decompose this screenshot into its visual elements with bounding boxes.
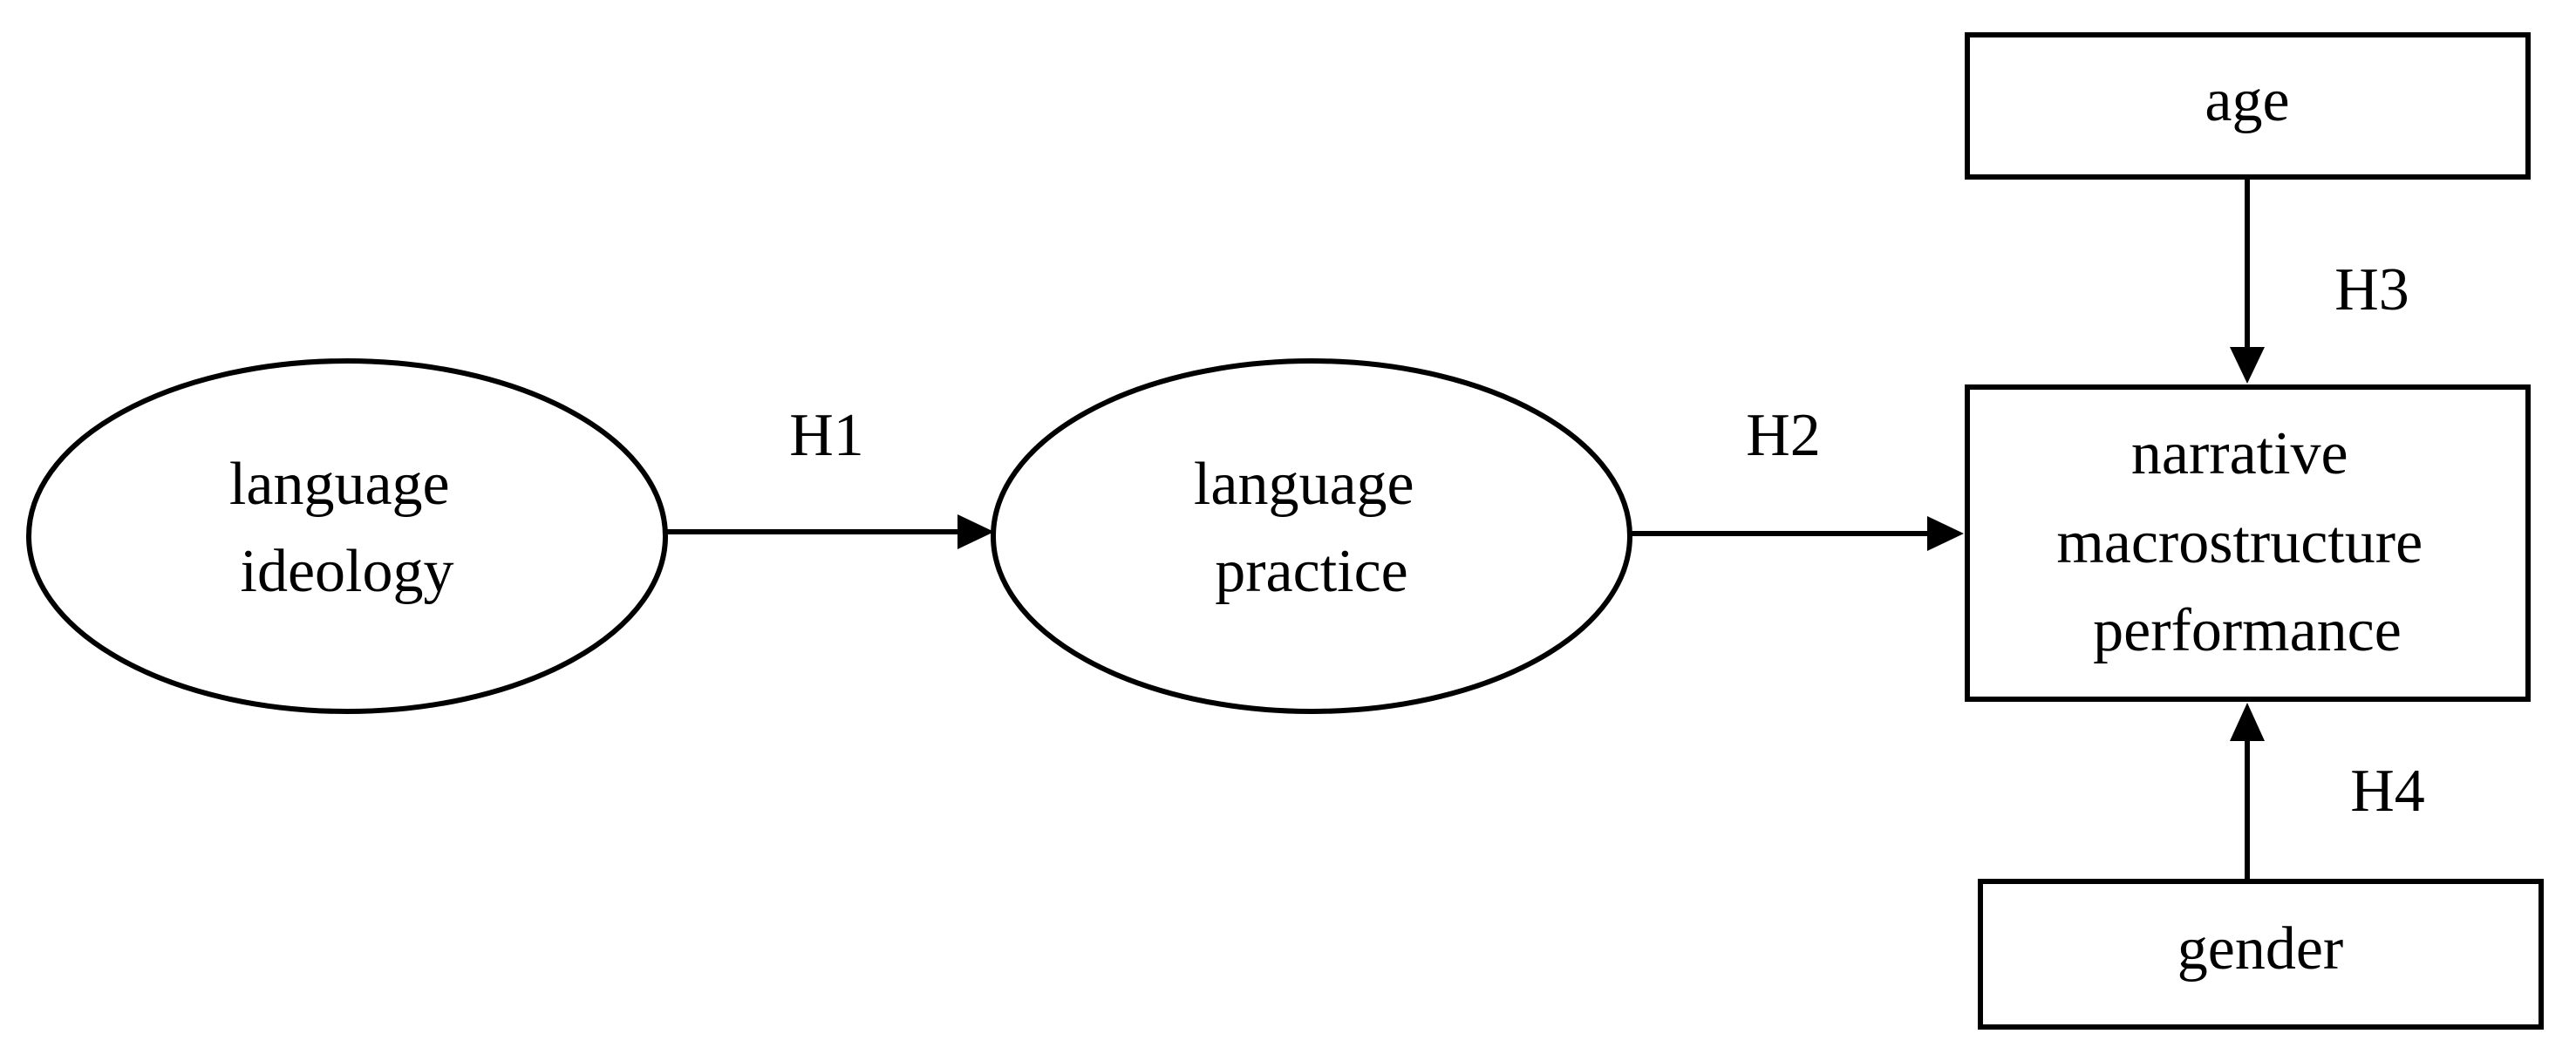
age-box <box>1965 32 2531 180</box>
age-label: age <box>2205 67 2289 134</box>
edge-h2-arrowhead <box>1927 516 1964 551</box>
edge-h1-label: H1 <box>789 402 864 469</box>
narrative-performance-line-1: narrative <box>2131 420 2348 487</box>
node-language-practice: language practice <box>991 358 1632 714</box>
language-ideology-label: language ideology <box>229 451 465 605</box>
edge-h2: H2 <box>1630 402 1964 551</box>
edge-h4-label: H4 <box>2350 758 2425 825</box>
language-practice-label: language practice <box>1194 451 1429 605</box>
language-practice-line-2: practice <box>1215 538 1407 605</box>
edge-h1: H1 <box>665 402 994 549</box>
edge-h3-label: H3 <box>2334 256 2409 323</box>
node-narrative-macrostructure-performance: narrative macrostructure performance <box>1965 384 2531 702</box>
node-age: age <box>1965 32 2531 180</box>
edge-h1-arrowhead <box>957 514 994 549</box>
narrative-performance-box <box>1965 384 2531 702</box>
age-line-1: age <box>2205 67 2289 134</box>
narrative-performance-line-2: macrostructure <box>2056 509 2423 576</box>
edge-h4: H4 <box>2230 703 2425 881</box>
edge-h3: H3 <box>2230 177 2409 384</box>
node-gender: gender <box>1978 879 2544 1030</box>
edge-h2-label: H2 <box>1746 402 1821 469</box>
language-ideology-line-2: ideology <box>241 538 454 605</box>
language-ideology-line-1: language <box>229 451 450 518</box>
gender-box <box>1978 879 2544 1030</box>
language-practice-ellipse <box>991 358 1632 714</box>
gender-label: gender <box>2177 915 2343 983</box>
language-practice-line-1: language <box>1194 451 1414 518</box>
narrative-performance-label: narrative macrostructure performance <box>2056 420 2437 664</box>
gender-line-1: gender <box>2177 915 2343 983</box>
edge-h3-arrowhead <box>2230 347 2265 384</box>
node-language-ideology: language ideology <box>26 358 668 714</box>
language-ideology-ellipse <box>26 358 668 714</box>
edge-h4-arrowhead <box>2230 703 2265 741</box>
narrative-performance-line-3: performance <box>2093 597 2402 664</box>
